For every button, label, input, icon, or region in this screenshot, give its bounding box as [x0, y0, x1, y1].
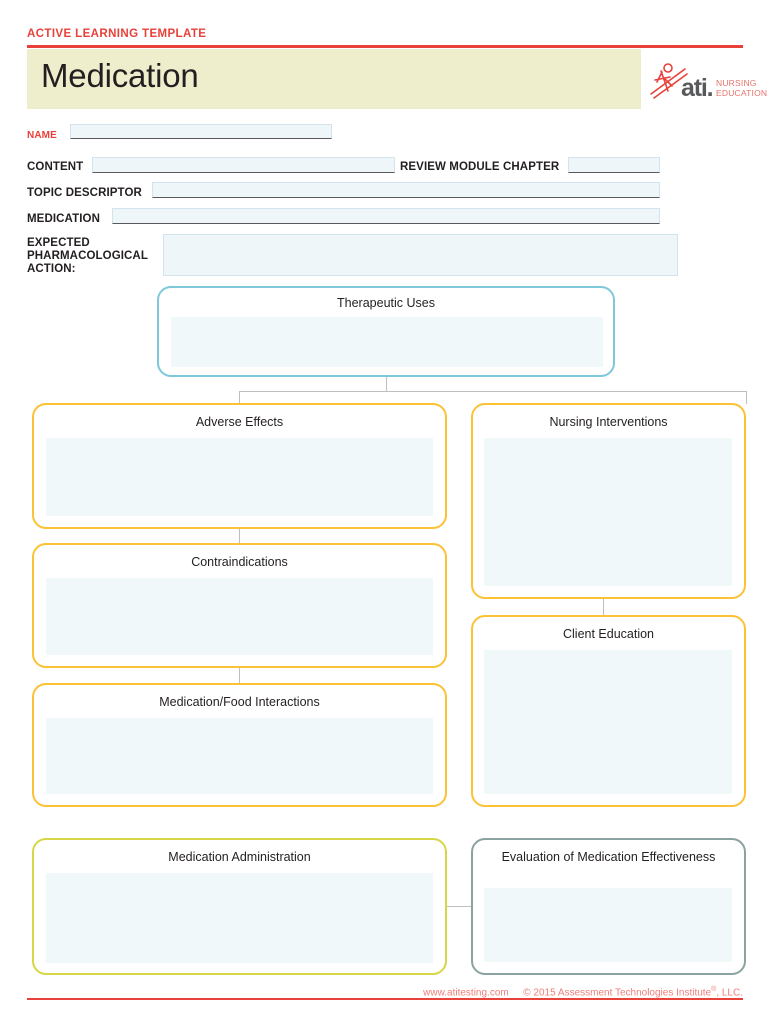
node-medication-food-interactions: Medication/Food Interactions: [32, 683, 447, 807]
connector-nursing-to-client-education: [603, 598, 604, 616]
connector-bracket-left-drop: [239, 391, 240, 404]
connector-contraindications-to-interactions: [239, 667, 240, 685]
expected-action-label-line1: EXPECTED: [27, 237, 90, 249]
node-input-medication-administration[interactable]: [46, 873, 433, 963]
title-banner: [27, 49, 641, 109]
node-client-education: Client Education: [471, 615, 746, 807]
node-title-contraindications: Contraindications: [191, 555, 288, 569]
footer-copyright-post: , LLC.: [716, 987, 743, 999]
node-nursing-interventions: Nursing Interventions: [471, 403, 746, 599]
eyebrow-active-learning-template: ACTIVE LEARNING TEMPLATE: [27, 28, 207, 40]
footer-website[interactable]: www.atitesting.com: [423, 987, 509, 999]
node-evaluation-of-medication-effectiveness: Evaluation of Medication Effectiveness: [471, 838, 746, 975]
ati-tagline-line1: NURSING: [716, 78, 757, 88]
footer-registered-mark: ®: [711, 986, 717, 993]
page-title: Medication: [41, 57, 199, 94]
name-input[interactable]: [70, 124, 332, 139]
ati-runner-logo-icon: [650, 63, 688, 99]
footer-bottom-rule: [27, 998, 743, 1000]
ati-logo: ati. NURSING EDUCATION: [648, 60, 767, 108]
footer-copyright-pre: © 2015 Assessment Technologies Institute: [523, 987, 712, 999]
node-input-medication-food-interactions[interactable]: [46, 718, 433, 794]
ati-tagline: NURSING EDUCATION: [716, 78, 768, 98]
review-module-chapter-label: REVIEW MODULE CHAPTER: [400, 161, 560, 173]
node-input-contraindications[interactable]: [46, 578, 433, 655]
expected-action-label-line2: PHARMACOLOGICAL: [27, 250, 148, 262]
review-module-chapter-input[interactable]: [568, 157, 660, 173]
content-label: CONTENT: [27, 161, 84, 173]
node-therapeutic-uses: Therapeutic Uses: [157, 286, 615, 377]
node-title-adverse-effects: Adverse Effects: [195, 415, 284, 429]
expected-action-label-line3: ACTION:: [27, 263, 76, 275]
node-medication-administration: Medication Administration: [32, 838, 447, 975]
node-adverse-effects: Adverse Effects: [32, 403, 447, 529]
node-title-therapeutic-uses: Therapeutic Uses: [337, 296, 435, 310]
footer: www.atitesting.com © 2015 Assessment Tec…: [27, 986, 743, 998]
node-input-client-education[interactable]: [484, 650, 732, 794]
connector-adverse-to-contraindications: [239, 528, 240, 546]
node-input-evaluation-of-medication-effectiveness[interactable]: [484, 888, 732, 962]
connector-therapeutic-stem: [386, 377, 387, 392]
node-title-nursing-interventions: Nursing Interventions: [549, 415, 668, 429]
topic-descriptor-input[interactable]: [152, 182, 660, 198]
connector-bracket-right-drop: [746, 391, 747, 404]
node-input-adverse-effects[interactable]: [46, 438, 433, 516]
header-top-rule: [27, 45, 743, 48]
content-input[interactable]: [92, 157, 395, 173]
ati-wordmark: ati.: [681, 74, 714, 102]
connector-bracket-top: [239, 391, 747, 392]
medication-input[interactable]: [112, 208, 660, 224]
node-title-client-education: Client Education: [562, 627, 655, 641]
node-input-nursing-interventions[interactable]: [484, 438, 732, 586]
expected-pharmacological-action-input[interactable]: [163, 234, 678, 276]
expected-pharmacological-action-label: EXPECTED PHARMACOLOGICAL ACTION:: [27, 237, 148, 276]
node-title-medication-food-interactions: Medication/Food Interactions: [159, 695, 320, 709]
topic-descriptor-label: TOPIC DESCRIPTOR: [27, 187, 142, 199]
connector-administration-to-evaluation: [447, 906, 472, 907]
node-title-medication-administration: Medication Administration: [168, 850, 311, 864]
medication-label: MEDICATION: [27, 213, 100, 225]
ati-tagline-line2: EDUCATION: [716, 87, 768, 98]
node-input-therapeutic-uses[interactable]: [171, 317, 603, 367]
node-title-evaluation-of-medication-effectiveness: Evaluation of Medication Effectiveness: [501, 850, 716, 864]
node-contraindications: Contraindications: [32, 543, 447, 668]
name-label: NAME: [27, 130, 57, 141]
